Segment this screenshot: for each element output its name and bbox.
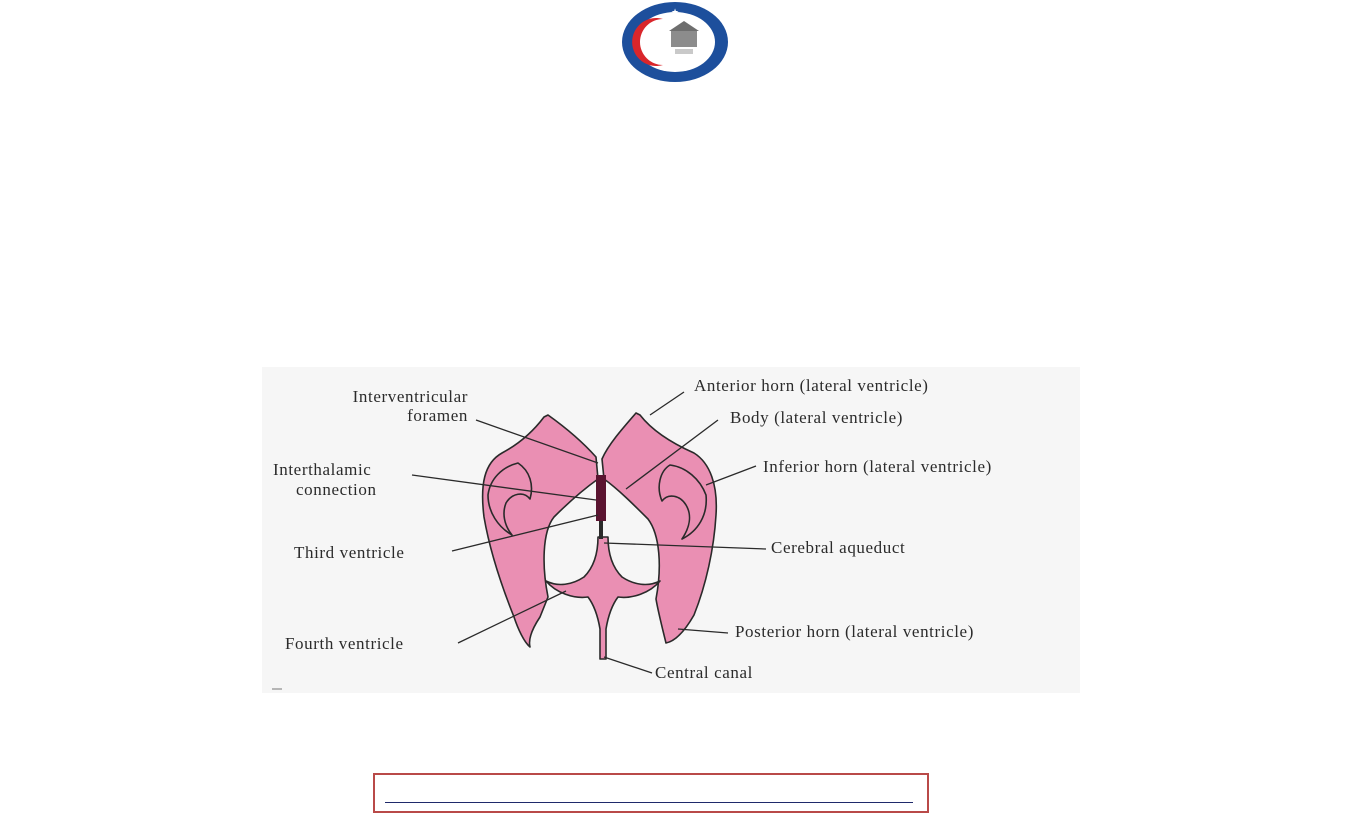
label-central-canal: Central canal [655,663,753,682]
footer-rule [385,802,913,803]
left-lateral-ventricle [481,414,599,648]
leader-fourth-ventricle [457,590,567,644]
leader-central-canal [603,656,653,674]
leader-cerebral-aqueduct [603,542,767,550]
leader-third-ventricle [451,514,599,552]
label-inferior-horn: Inferior horn (lateral ventricle) [763,457,992,476]
left-inferior-horn [487,462,533,536]
label-interthalamic-connection-line1: Interthalamic [273,460,372,479]
label-anterior-horn: Anterior horn (lateral ventricle) [694,376,929,395]
label-third-ventricle: Third ventricle [294,543,405,562]
college-seal-icon: ★ [622,2,728,82]
right-inferior-horn [658,464,707,540]
footer-box [373,773,929,813]
third-ventricle-slit [596,475,606,521]
leader-anterior-horn [649,391,685,416]
label-interthalamic-connection-line2: connection [296,480,377,499]
cerebral-aqueduct-line [599,521,603,539]
leader-inferior-horn [705,465,757,486]
leader-posterior-horn [677,628,729,634]
svg-text:★: ★ [671,8,679,18]
right-lateral-ventricle [601,412,718,644]
label-cerebral-aqueduct: Cerebral aqueduct [771,538,906,557]
label-interventricular-foramen-line2: foramen [407,406,468,425]
ventricular-system-figure: Interventricular foramen Interthalamic c… [262,367,1080,693]
label-fourth-ventricle: Fourth ventricle [285,634,404,653]
leader-interthalamic-connection [411,474,597,501]
label-interventricular-foramen-line1: Interventricular [352,387,468,406]
label-posterior-horn: Posterior horn (lateral ventricle) [735,622,974,641]
fourth-ventricle-shape [545,536,661,660]
leader-interventricular-foramen [475,419,599,464]
leader-body [625,419,719,490]
ventricles-diagram [272,391,767,690]
label-body: Body (lateral ventricle) [730,408,903,427]
college-logo: ★ [619,1,731,83]
